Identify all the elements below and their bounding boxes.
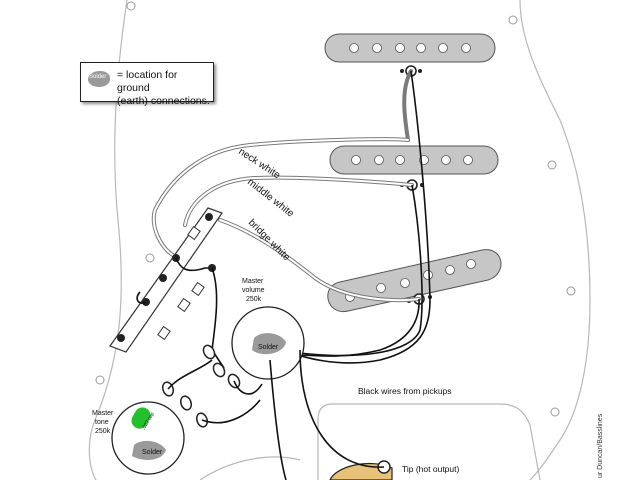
volume-label-3: 250k xyxy=(246,296,262,303)
screw-hole xyxy=(508,15,518,25)
volume-label-1: Master xyxy=(242,278,264,285)
tone-pot xyxy=(111,359,261,475)
credit-text: ur Duncan/Basslines xyxy=(597,413,604,478)
bridge-white-label: bridge white xyxy=(246,217,292,263)
screw-holes xyxy=(95,1,576,417)
legend-blob-label: Solder xyxy=(89,74,107,80)
screw-hole xyxy=(145,253,155,263)
white-wires-core xyxy=(152,138,420,302)
tone-label-3: 250k xyxy=(95,428,111,435)
volume-label-2: volume xyxy=(242,287,265,294)
legend-text: = location for ground (earth) connection… xyxy=(117,69,211,108)
volume-pot xyxy=(202,306,305,395)
tone-solder-label: Solder xyxy=(142,449,163,456)
screw-hole xyxy=(550,407,560,417)
volume-solder-label: Solder xyxy=(258,344,279,351)
screw-hole xyxy=(547,160,557,170)
five-way-switch xyxy=(109,207,223,353)
bridge-pickup xyxy=(327,249,502,312)
middle-white-label: middle white xyxy=(245,177,296,220)
black-wires-label: Black wires from pickups xyxy=(358,386,452,396)
screw-hole xyxy=(95,375,105,385)
middle-pickup xyxy=(329,145,499,191)
legend: Solder = location for ground (earth) con… xyxy=(80,62,214,107)
tone-label-2: tone xyxy=(95,419,109,426)
black-wires xyxy=(281,70,431,364)
solder-blob-icon: Solder xyxy=(88,71,110,87)
legend-line-1: = location for ground xyxy=(117,69,178,94)
screw-hole xyxy=(126,1,136,11)
tip-label: Tip (hot output) xyxy=(402,464,459,474)
tone-label-1: Master xyxy=(92,410,114,417)
output-jack xyxy=(269,349,393,480)
screw-hole xyxy=(566,286,576,296)
legend-line-2: (earth) connections. xyxy=(117,95,210,107)
